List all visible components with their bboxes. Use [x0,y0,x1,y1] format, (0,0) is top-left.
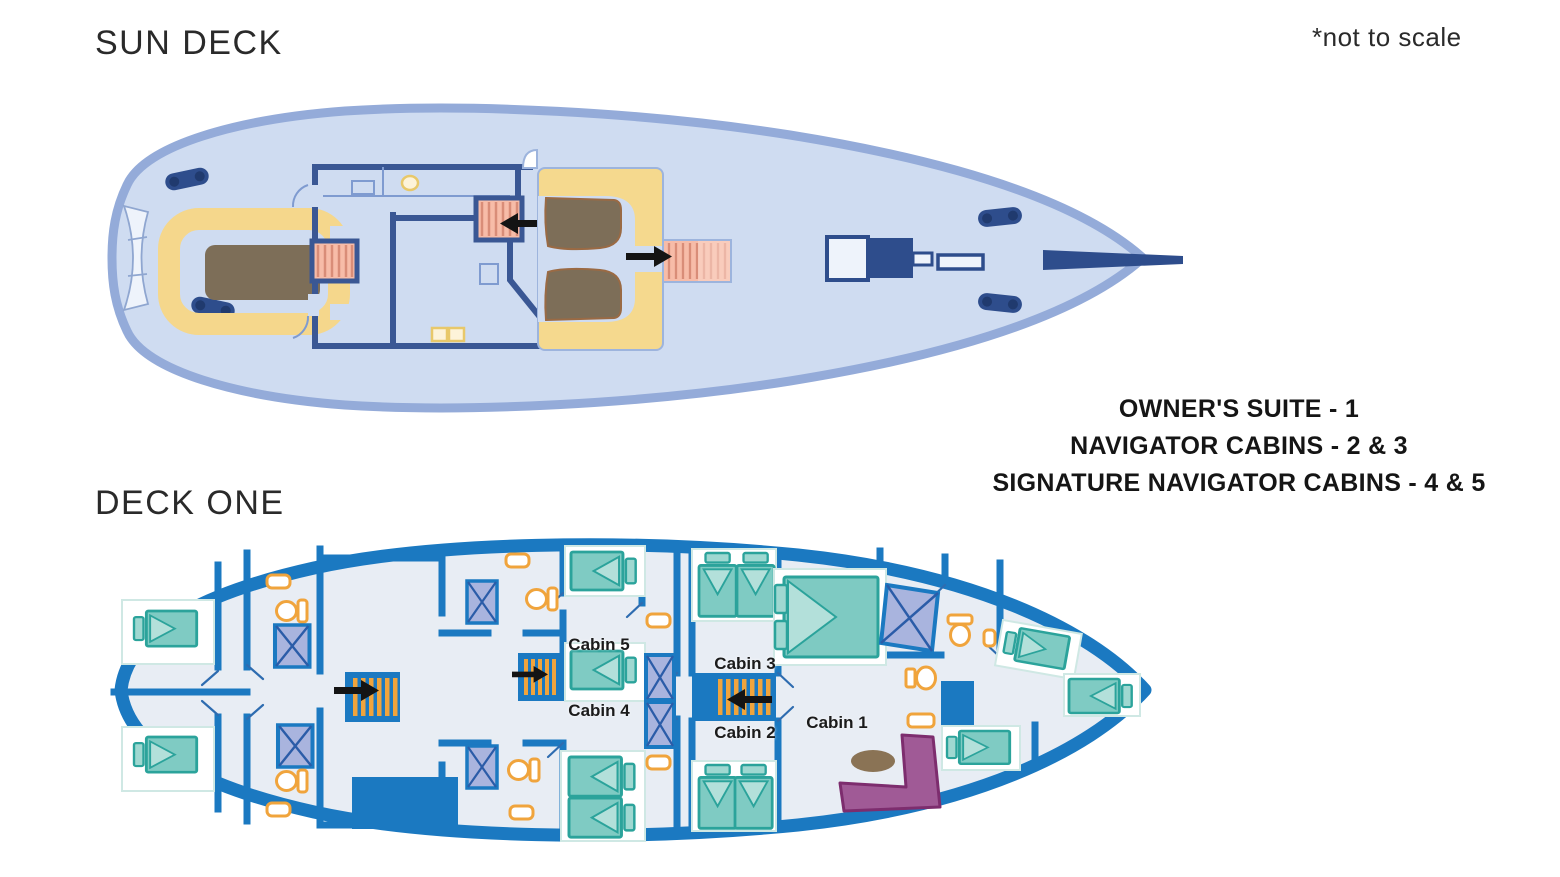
sofa-icon [838,733,942,813]
shower-icon [275,625,310,667]
toilet-icon [275,768,309,794]
storage-icon [352,777,458,829]
shower-icon [465,579,499,625]
swim-ladder-icon [122,204,150,312]
stairs-icon [473,195,525,243]
cabin-legend: OWNER'S SUITE - 1 NAVIGATOR CABINS - 2 &… [928,391,1550,502]
stairs-arrow-right-icon [626,246,672,267]
deck-one-title: DECK ONE [95,484,285,522]
shower-icon [644,653,676,702]
stairs-icon [345,672,400,722]
sink-icon [508,804,535,821]
cabin-1-label: Cabin 1 [806,713,868,732]
helm-cushion-icon [544,196,622,322]
sink-icon [265,573,292,590]
shower-icon [278,725,313,767]
sun-deck-title: SUN DECK [95,24,283,62]
toilet-icon [525,586,559,612]
deck-one-plan [110,538,1152,842]
not-to-scale-note: *not to scale [1312,22,1462,52]
cabin-4-label: Cabin 4 [568,701,630,720]
cockpit-seating-icon [521,148,665,351]
sink-icon [645,612,672,629]
toilet-icon [507,757,541,783]
cabin-3-label: Cabin 3 [714,654,776,673]
sink-icon [504,552,531,569]
anchor-locker-icon [936,253,985,271]
table-icon [851,750,895,772]
cabinet-icon [906,712,936,729]
legend-line-owners-suite: OWNER'S SUITE - 1 [1118,395,1360,423]
skylight-icon [400,174,420,192]
cabin-5-label: Cabin 5 [568,635,630,654]
toilet-icon [946,613,974,647]
sink-icon [982,628,997,648]
stairs-arrow-left-icon [500,213,546,234]
shower-icon [644,700,676,749]
double-bed-icon [773,568,887,666]
stairs-icon [309,238,360,284]
single-bed-icon [993,618,1083,681]
cabin-2-label: Cabin 2 [714,723,776,742]
toilet-icon [275,598,309,624]
side-door-icon [291,184,319,339]
stern-table-icon [205,245,320,300]
shower-icon [465,744,499,790]
storage-icon [941,681,974,726]
shower-icon [878,582,941,654]
deck-hatch-icon [430,326,466,343]
stairs-icon [662,239,732,283]
windlass-icon [825,235,934,282]
bowsprit-icon [1043,250,1183,270]
sink-icon [904,665,937,691]
legend-line-navigator-cabins: NAVIGATOR CABINS - 2 & 3 [1070,432,1408,460]
legend-line-signature-navigator-cabins: SIGNATURE NAVIGATOR CABINS - 4 & 5 [992,469,1486,497]
sink-icon [645,754,672,771]
sun-deck-plan [107,103,1183,413]
sink-icon [265,801,292,818]
